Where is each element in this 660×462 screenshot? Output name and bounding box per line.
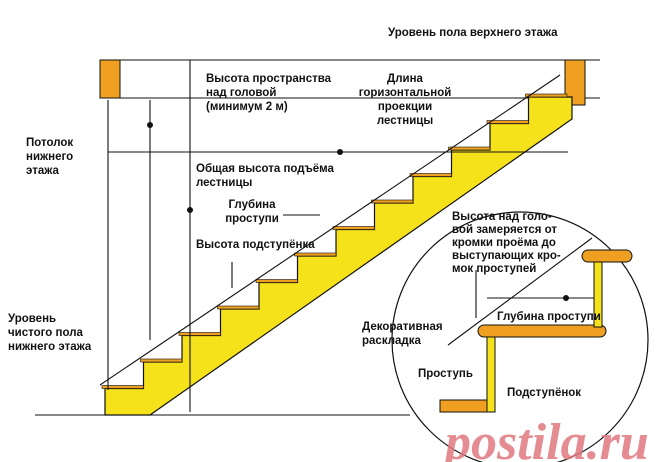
upper-floor-slab-right — [564, 59, 586, 106]
label-detail-tread-depth: Глубина проступи — [497, 311, 601, 323]
label-riser-height: Высота подступёнка — [196, 239, 315, 251]
detail-lower-tread — [439, 399, 491, 413]
stair-tread — [486, 120, 529, 124]
watermark: postila.ru — [441, 414, 649, 462]
stair-tread — [294, 252, 337, 257]
upper-floor-slab-left — [99, 59, 121, 99]
detail-depth-dot — [563, 295, 569, 301]
stair-tread — [525, 93, 568, 98]
stair-tread — [371, 199, 414, 204]
stair-tread — [448, 146, 491, 151]
stair-tread — [255, 279, 298, 283]
detail-riser — [486, 334, 496, 413]
headroom-dot — [147, 122, 153, 128]
stair-tread — [178, 332, 221, 336]
detail-upper-tread — [581, 249, 633, 263]
stair-tread — [217, 305, 260, 310]
total-rise-dot — [187, 207, 193, 213]
label-riser: Подступёнок — [507, 387, 581, 399]
stair-tread — [101, 385, 144, 389]
detail-nosing-line — [447, 237, 593, 346]
horizontal-length-dot — [337, 149, 343, 155]
stair-steps — [101, 93, 568, 389]
stair-tread — [140, 358, 183, 363]
nosing-line — [99, 74, 561, 386]
label-tread: Проступь — [418, 368, 473, 380]
detail-tread — [477, 324, 607, 338]
stair-tread — [332, 226, 375, 230]
stair-tread — [409, 173, 452, 177]
label-upper-floor: Уровень пола верхнего этажа — [388, 27, 558, 39]
